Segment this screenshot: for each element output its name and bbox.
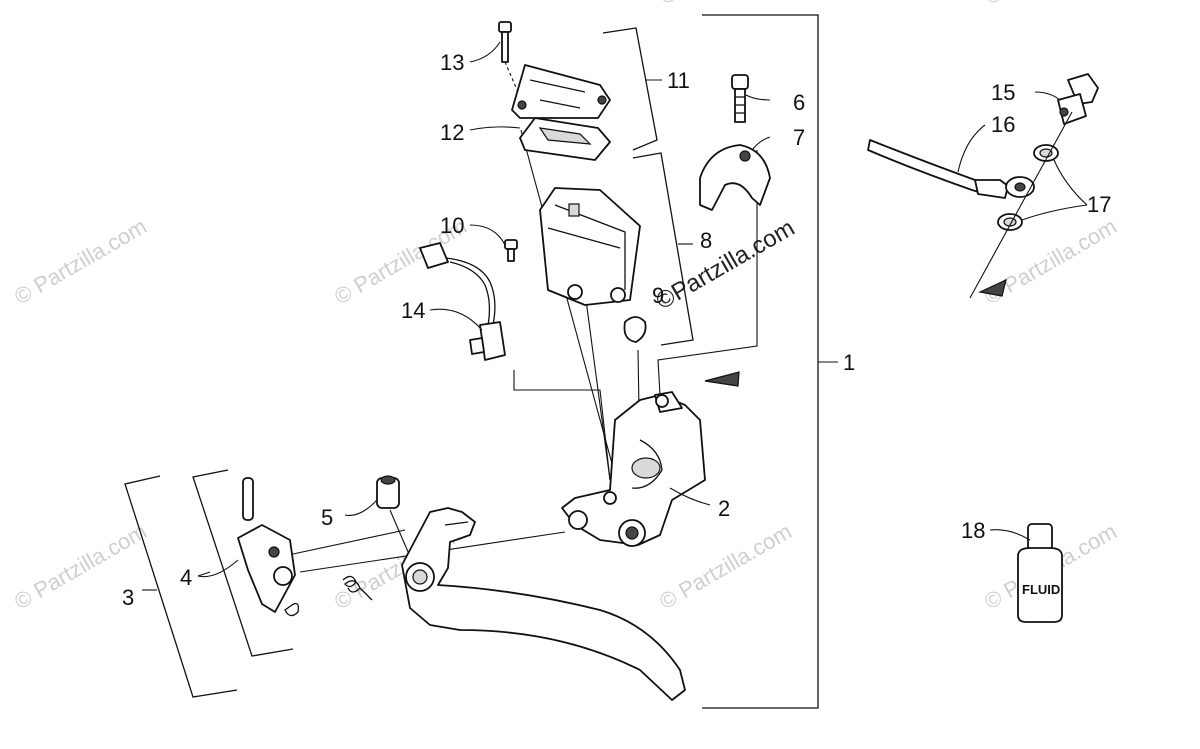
direction-arrow <box>704 371 740 387</box>
screw-10 <box>504 239 518 262</box>
adjuster-4 <box>237 477 300 617</box>
callout-9: 9 <box>652 283 664 308</box>
bracket-3 <box>124 475 238 698</box>
callout-17: 17 <box>1087 192 1111 217</box>
callout-8: 8 <box>700 228 712 253</box>
watermark: © Partzilla.com <box>980 0 1121 9</box>
spring <box>342 575 373 601</box>
brake-lever <box>401 507 686 701</box>
callout-3: 3 <box>122 585 134 610</box>
washer-17-bottom <box>997 213 1023 231</box>
callout-6: 6 <box>793 90 805 115</box>
screw-13 <box>498 21 519 93</box>
bracket-11 <box>602 27 658 151</box>
callout-10: 10 <box>440 213 464 238</box>
brake-hose-16 <box>867 139 1035 199</box>
assembly-lines <box>264 129 758 576</box>
callout-7: 7 <box>793 125 805 150</box>
callout-labels: 1 2 3 4 5 6 7 8 9 10 11 12 13 14 15 16 1… <box>122 50 1111 610</box>
leader-lines <box>197 41 1088 578</box>
direction-arrow <box>978 278 1007 297</box>
reservoir-8 <box>539 187 641 306</box>
bracket-assembly-1 <box>702 14 838 709</box>
callout-16: 16 <box>991 112 1015 137</box>
master-cylinder-2 <box>561 391 706 547</box>
callout-11: 11 <box>667 68 690 93</box>
callout-14: 14 <box>401 298 425 323</box>
callout-5: 5 <box>321 505 333 530</box>
callout-4: 4 <box>180 565 192 590</box>
callout-2: 2 <box>718 496 730 521</box>
pivot-pin-5 <box>376 475 400 509</box>
callout-18: 18 <box>961 518 985 543</box>
brake-switch-14 <box>419 242 506 361</box>
clamp-7 <box>699 144 771 211</box>
watermark: © Partzilla.com <box>10 214 151 310</box>
bracket-8 <box>632 152 694 346</box>
assembly-line-hose <box>969 111 1073 299</box>
o-ring-9 <box>623 316 647 343</box>
reservoir-cover-11 <box>511 64 611 119</box>
bolt-6 <box>731 74 749 123</box>
watermark: © Partzilla.com <box>655 519 796 615</box>
callout-13: 13 <box>440 50 464 75</box>
brake-fluid-bottle-18: FLUID <box>1017 523 1063 623</box>
banjo-bolt-15 <box>1057 73 1099 125</box>
watermark: © Partzilla.com <box>655 0 796 9</box>
bracket-4 <box>192 469 294 657</box>
callout-12: 12 <box>440 120 464 145</box>
callout-1: 1 <box>843 350 855 375</box>
callout-15: 15 <box>991 80 1015 105</box>
fluid-label: FLUID <box>1022 582 1060 597</box>
diaphragm-12 <box>519 117 611 161</box>
